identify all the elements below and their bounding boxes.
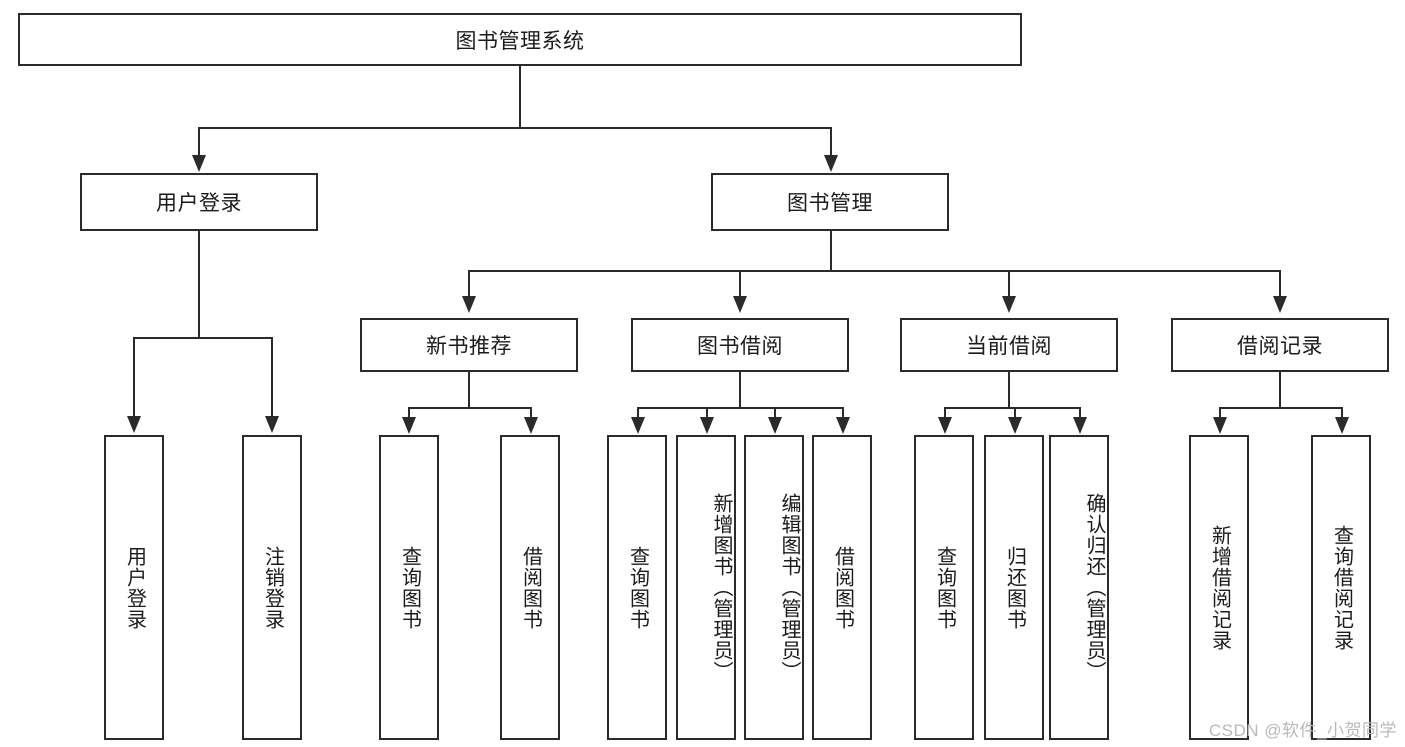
leaf-bb-edit-book-admin[interactable]: 编辑图书（管理员） bbox=[744, 435, 804, 740]
arrow-bb-leaf-3 bbox=[768, 417, 782, 434]
edge-bb-drop-3 bbox=[774, 407, 776, 419]
node-current-borrow[interactable]: 当前借阅 bbox=[900, 318, 1118, 372]
node-label: 借阅记录 bbox=[1237, 335, 1323, 358]
edge-cb-drop-2 bbox=[1014, 407, 1016, 419]
leaf-br-add-record[interactable]: 新增借阅记录 bbox=[1189, 435, 1249, 740]
edge-br-drop-1 bbox=[1219, 407, 1221, 419]
edge-bm-drop-3 bbox=[1008, 270, 1010, 298]
arrow-bm-to-borrow-record bbox=[1273, 296, 1287, 313]
edge-br-bus bbox=[1219, 407, 1341, 409]
edge-bb-drop-2 bbox=[706, 407, 708, 419]
node-label: 用户登录 bbox=[123, 545, 146, 630]
arrow-root-to-book-management bbox=[824, 155, 838, 172]
node-label: 归还图书 bbox=[1003, 545, 1026, 630]
arrow-br-leaf-1 bbox=[1213, 417, 1227, 434]
arrow-bb-leaf-4 bbox=[836, 417, 850, 434]
leaf-user-login-logout[interactable]: 注销登录 bbox=[242, 435, 302, 740]
arrow-br-leaf-2 bbox=[1335, 417, 1349, 434]
edge-bb-drop-1 bbox=[637, 407, 639, 419]
edge-cb-drop-3 bbox=[1079, 407, 1081, 419]
leaf-cb-return-book[interactable]: 归还图书 bbox=[984, 435, 1044, 740]
arrow-cb-leaf-3 bbox=[1073, 417, 1087, 434]
edge-nbr-stem bbox=[468, 372, 470, 409]
edge-bb-stem bbox=[739, 372, 741, 409]
edge-br-drop-2 bbox=[1341, 407, 1343, 419]
arrow-nbr-leaf-2 bbox=[524, 417, 538, 434]
leaf-cb-confirm-return-admin[interactable]: 确认归还（管理员） bbox=[1049, 435, 1109, 740]
node-label: 确认归还（管理员） bbox=[1083, 493, 1105, 682]
leaf-cb-query-book[interactable]: 查询图书 bbox=[914, 435, 974, 740]
node-label: 查询图书 bbox=[626, 545, 649, 630]
node-label: 编辑图书（管理员） bbox=[778, 493, 800, 682]
node-label: 当前借阅 bbox=[966, 335, 1052, 358]
node-label: 查询图书 bbox=[933, 545, 956, 630]
node-user-login[interactable]: 用户登录 bbox=[80, 173, 318, 231]
edge-user-login-stem bbox=[198, 231, 200, 338]
arrow-user-login-leaf-1 bbox=[127, 416, 141, 433]
edge-root-to-user-login bbox=[198, 127, 200, 157]
edge-bb-bus bbox=[637, 407, 843, 409]
arrow-bm-to-current-borrow bbox=[1002, 296, 1016, 313]
edge-bm-drop-1 bbox=[468, 270, 470, 298]
node-label: 新书推荐 bbox=[426, 335, 512, 358]
node-book-management[interactable]: 图书管理 bbox=[711, 173, 949, 231]
node-label: 图书管理系统 bbox=[455, 29, 585, 53]
arrow-nbr-leaf-1 bbox=[402, 417, 416, 434]
node-label: 查询图书 bbox=[398, 545, 421, 630]
edge-bm-drop-4 bbox=[1279, 270, 1281, 298]
edge-bm-drop-2 bbox=[739, 270, 741, 298]
arrow-bm-to-new-book-recommend bbox=[462, 296, 476, 313]
arrow-bb-leaf-2 bbox=[700, 417, 714, 434]
node-borrow-record[interactable]: 借阅记录 bbox=[1171, 318, 1389, 372]
leaf-bb-add-book-admin[interactable]: 新增图书（管理员） bbox=[676, 435, 736, 740]
edge-book-management-bus bbox=[468, 270, 1280, 272]
node-label: 图书管理 bbox=[787, 192, 873, 215]
node-label: 注销登录 bbox=[261, 545, 284, 630]
node-new-book-recommend[interactable]: 新书推荐 bbox=[360, 318, 578, 372]
node-root-book-management-system[interactable]: 图书管理系统 bbox=[18, 13, 1022, 66]
node-label: 借阅图书 bbox=[519, 545, 542, 630]
leaf-nbr-borrow-book[interactable]: 借阅图书 bbox=[500, 435, 560, 740]
arrow-cb-leaf-1 bbox=[938, 417, 952, 434]
node-label: 图书借阅 bbox=[697, 335, 783, 358]
node-label: 新增图书（管理员） bbox=[710, 493, 732, 682]
edge-bb-drop-4 bbox=[842, 407, 844, 419]
node-label: 查询借阅记录 bbox=[1330, 524, 1353, 651]
leaf-bb-query-book[interactable]: 查询图书 bbox=[607, 435, 667, 740]
arrow-bb-leaf-1 bbox=[631, 417, 645, 434]
edge-root-bus bbox=[198, 127, 832, 129]
edge-user-login-drop-2 bbox=[271, 337, 273, 418]
edge-user-login-drop-1 bbox=[133, 337, 135, 418]
edge-nbr-bus bbox=[408, 407, 530, 409]
edge-root-to-book-management bbox=[830, 127, 832, 157]
node-book-borrow[interactable]: 图书借阅 bbox=[631, 318, 849, 372]
arrow-root-to-user-login bbox=[192, 155, 206, 172]
edge-cb-stem bbox=[1008, 372, 1010, 409]
leaf-bb-borrow-book[interactable]: 借阅图书 bbox=[812, 435, 872, 740]
edge-root-stem bbox=[519, 66, 521, 128]
edge-cb-drop-1 bbox=[944, 407, 946, 419]
node-label: 借阅图书 bbox=[831, 545, 854, 630]
leaf-nbr-query-book[interactable]: 查询图书 bbox=[379, 435, 439, 740]
arrow-cb-leaf-2 bbox=[1008, 417, 1022, 434]
edge-nbr-drop-1 bbox=[408, 407, 410, 419]
edge-nbr-drop-2 bbox=[530, 407, 532, 419]
leaf-user-login-login[interactable]: 用户登录 bbox=[104, 435, 164, 740]
arrow-bm-to-book-borrow bbox=[733, 296, 747, 313]
edge-br-stem bbox=[1279, 372, 1281, 409]
leaf-br-query-record[interactable]: 查询借阅记录 bbox=[1311, 435, 1371, 740]
arrow-user-login-leaf-2 bbox=[265, 416, 279, 433]
node-label: 新增借阅记录 bbox=[1208, 524, 1231, 651]
node-label: 用户登录 bbox=[156, 192, 242, 215]
edge-book-management-stem bbox=[830, 231, 832, 271]
edge-user-login-bus bbox=[133, 337, 271, 339]
edge-cb-bus bbox=[944, 407, 1080, 409]
